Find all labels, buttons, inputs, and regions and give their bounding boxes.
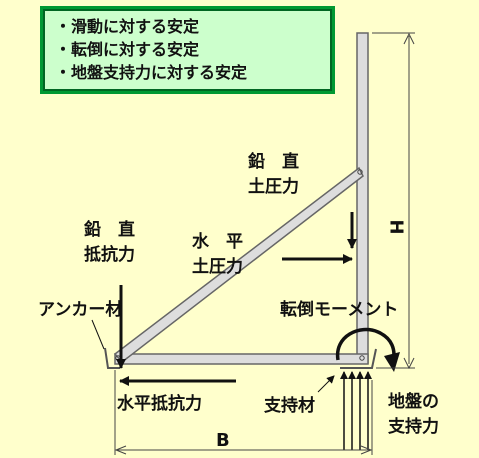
checklist-item-overturning: ・転倒に対する安定 <box>55 40 200 59</box>
height-arrow-bottom <box>403 357 415 370</box>
stability-checklist-box: ・滑動に対する安定 ・転倒に対する安定 ・地盤支持力に対する安定 <box>40 6 335 94</box>
label-anchor: アンカー材 <box>38 300 123 320</box>
label-vertical-resistance: 鉛 直 抵抗力 <box>84 218 135 268</box>
base-arrow-right <box>360 445 373 455</box>
label-vertical-earth-pressure-line1: 鉛 直 <box>248 152 299 172</box>
label-horizontal-earth-pressure: 水 平 土圧力 <box>192 230 243 280</box>
label-bearing-capacity-line1: 地盤の <box>388 392 439 412</box>
joint-right <box>359 355 365 361</box>
stability-checklist: ・滑動に対する安定 ・転倒に対する安定 ・地盤支持力に対する安定 <box>43 9 332 91</box>
label-horizontal-resistance: 水平抵抗力 <box>117 394 202 414</box>
label-vertical-resistance-line1: 鉛 直 <box>84 220 135 240</box>
label-horizontal-earth-pressure-line2: 土圧力 <box>192 257 243 277</box>
height-arrow-top <box>403 32 415 45</box>
label-vertical-resistance-line2: 抵抗力 <box>84 245 135 265</box>
label-bearing-capacity: 地盤の 支持力 <box>388 390 439 440</box>
overturning-moment-arrowhead <box>384 352 400 372</box>
dimension-base-label: B <box>216 430 230 451</box>
joint-top <box>357 169 363 175</box>
support-bracket <box>340 348 377 369</box>
label-vertical-earth-pressure: 鉛 直 土圧力 <box>248 150 299 200</box>
base-member <box>114 353 369 365</box>
overturning-moment-arrow <box>335 327 396 363</box>
label-vertical-earth-pressure-line2: 土圧力 <box>248 177 299 197</box>
label-horizontal-earth-pressure-line1: 水 平 <box>192 232 243 252</box>
label-support-member: 支持材 <box>264 396 315 416</box>
checklist-item-bearing: ・地盤支持力に対する安定 <box>55 63 248 82</box>
dimension-height-label: H <box>385 219 407 235</box>
label-bearing-capacity-line2: 支持力 <box>388 417 439 437</box>
base-arrow-left <box>114 445 127 455</box>
anchor-pointer <box>91 319 105 350</box>
support-pointer <box>317 375 335 393</box>
checklist-item-sliding: ・滑動に対する安定 <box>55 17 200 36</box>
label-overturning-moment: 転倒モーメント <box>280 300 399 320</box>
